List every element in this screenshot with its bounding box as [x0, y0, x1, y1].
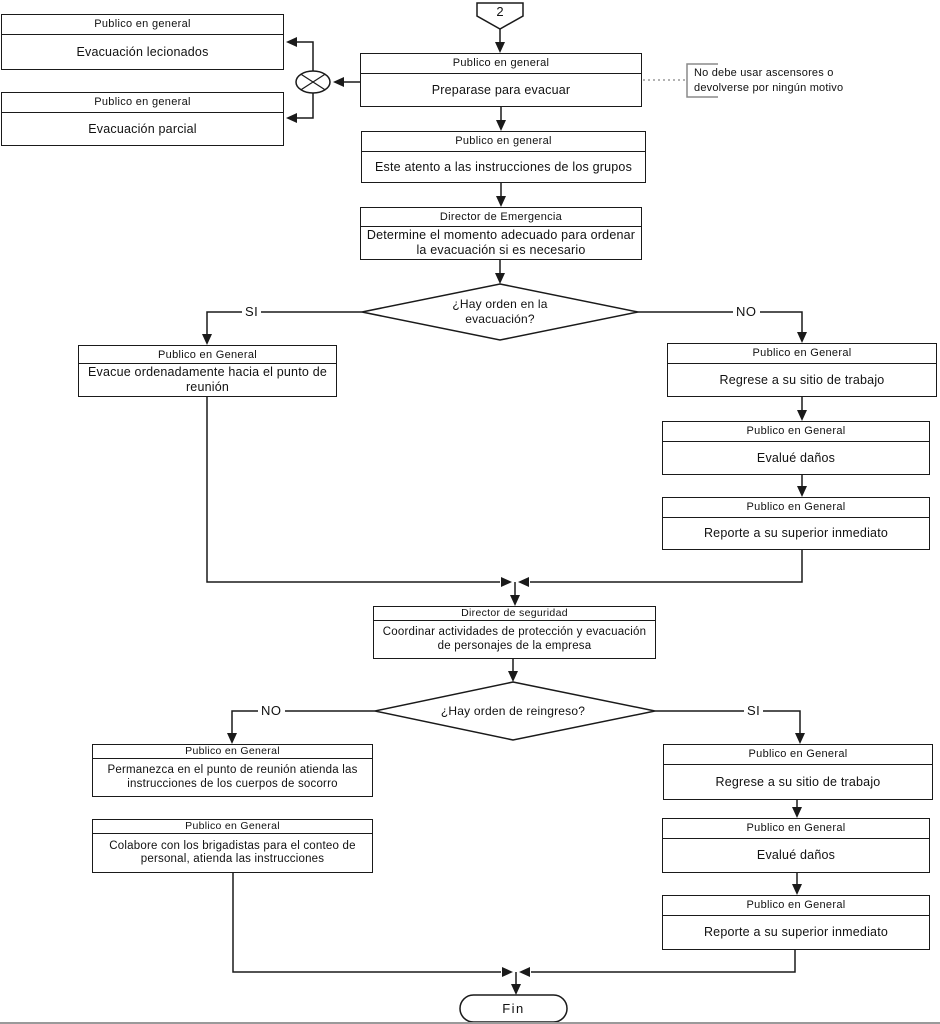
fin-label: Fin [502, 1001, 525, 1016]
decision2-diamond [374, 681, 656, 741]
node-regrese-sitio-2: Publico en General Regrese a su sitio de… [663, 744, 933, 800]
arrow-left-icon [518, 577, 529, 587]
arrow-left-icon [286, 37, 297, 47]
node-header: Publico en General [79, 346, 336, 364]
arrow-down-icon [495, 273, 505, 284]
node-header: Publico en general [362, 132, 645, 152]
arrow-down-icon [795, 733, 805, 744]
arrow-right-icon [502, 967, 513, 977]
connector-line [206, 311, 362, 336]
connector-line [531, 950, 796, 973]
arrow-down-icon [496, 120, 506, 131]
node-body: Regrese a su sitio de trabajo [719, 372, 885, 387]
node-body: Evacue ordenadamente hacia el punto de r… [87, 365, 328, 394]
node-body: Este atento a las instrucciones de los g… [374, 159, 633, 174]
decision2-yes-label: SI [744, 703, 764, 719]
arrow-left-icon [519, 967, 530, 977]
connector-line [530, 550, 803, 583]
arrow-down-icon [797, 332, 807, 343]
annotation-bracket [686, 63, 718, 98]
node-evalue-danos-2: Publico en General Evalué daños [662, 818, 930, 873]
node-header: Publico en General [663, 422, 929, 442]
arrow-down-icon [510, 595, 520, 606]
connector-line [206, 397, 500, 583]
node-header: Publico en General [663, 896, 929, 916]
node-header: Director de seguridad [374, 607, 655, 621]
node-reporte-superior-2: Publico en General Reporte a su superior… [662, 895, 930, 950]
node-body: Permanezca en el punto de reunión atiend… [107, 764, 358, 790]
arrow-down-icon [797, 486, 807, 497]
node-header: Director de Emergencia [361, 208, 641, 227]
node-header: Publico en General [663, 819, 929, 839]
decision1-no-label: NO [733, 304, 760, 320]
node-colabore-brigadistas: Publico en General Colabore con los brig… [92, 819, 373, 873]
node-regrese-sitio-1: Publico en General Regrese a su sitio de… [667, 343, 937, 397]
arrow-down-icon [511, 984, 521, 995]
decision2-no-label: NO [258, 703, 285, 719]
node-body: Evalué daños [756, 848, 836, 862]
node-header: Publico en general [361, 54, 641, 74]
node-este-atento: Publico en general Este atento a las ins… [361, 131, 646, 183]
connector-line [655, 710, 801, 735]
node-evacue-ordenadamente: Publico en General Evacue ordenadamente … [78, 345, 337, 397]
node-header: Publico en general [2, 93, 283, 113]
node-body: Colabore con los brigadistas para el con… [109, 839, 356, 866]
page-bottom-edge [0, 1022, 940, 1024]
arrow-down-icon [202, 334, 212, 345]
connector-line [290, 93, 314, 119]
connector-line [232, 873, 501, 973]
node-reporte-superior-1: Publico en General Reporte a su superior… [662, 497, 930, 550]
arrow-left-icon [286, 113, 297, 123]
arrow-down-icon [495, 42, 505, 53]
or-junction-icon [295, 70, 331, 94]
offpage-connector-label: 2 [496, 4, 504, 19]
node-header: Publico en General [664, 745, 932, 765]
connector-line [290, 41, 314, 71]
node-evacuacion-parcial: Publico en general Evacuación parcial [1, 92, 284, 146]
arrow-right-icon [501, 577, 512, 587]
node-preparese-para-evacuar: Publico en general Preparase para evacua… [360, 53, 642, 107]
arrow-down-icon [792, 884, 802, 895]
arrow-down-icon [797, 410, 807, 421]
node-header: Publico en General [668, 344, 936, 364]
arrow-down-icon [496, 196, 506, 207]
node-header: Publico en General [663, 498, 929, 518]
decision1-diamond [361, 283, 639, 341]
node-permanezca-punto-reunion: Publico en General Permanezca en el punt… [92, 744, 373, 797]
decision1-yes-label: SI [242, 304, 262, 320]
offpage-connector-shape [476, 2, 524, 30]
node-body: Evalué daños [756, 450, 836, 465]
connector-line [638, 311, 803, 334]
node-body: Reporte a su superior inmediato [703, 925, 889, 939]
node-header: Publico en general [2, 15, 283, 35]
connector-lines [206, 29, 803, 986]
node-body: Evacuación parcial [88, 121, 197, 136]
node-coordinar-actividades: Director de seguridad Coordinar activida… [373, 606, 656, 659]
node-body: Preparase para evacuar [431, 82, 571, 97]
node-body: Evacuación lecionados [76, 44, 209, 59]
node-evalue-danos-1: Publico en General Evalué daños [662, 421, 930, 475]
arrowheads [202, 37, 807, 995]
arrow-left-icon [333, 77, 344, 87]
arrow-down-icon [227, 733, 237, 744]
decision2-question: ¿Hay orden de reingreso? [440, 704, 586, 718]
node-body: Coordinar actividades de protección y ev… [382, 626, 647, 652]
arrow-down-icon [508, 671, 518, 682]
connector-line [231, 710, 375, 735]
arrow-down-icon [792, 807, 802, 818]
node-evacuacion-lecionados: Publico en general Evacuación lecionados [1, 14, 284, 70]
decision1-question: ¿Hay orden en la evacuación? [452, 297, 548, 326]
node-body: Reporte a su superior inmediato [703, 526, 889, 540]
node-header: Publico en General [93, 820, 372, 834]
node-header: Publico en General [93, 745, 372, 759]
node-determine-momento: Director de Emergencia Determine el mome… [360, 207, 642, 260]
node-body: Determine el momento adecuado para orden… [366, 228, 636, 257]
node-body: Regrese a su sitio de trabajo [715, 774, 881, 789]
annotation-text: No debe usar ascensores o devolverse por… [694, 67, 844, 94]
